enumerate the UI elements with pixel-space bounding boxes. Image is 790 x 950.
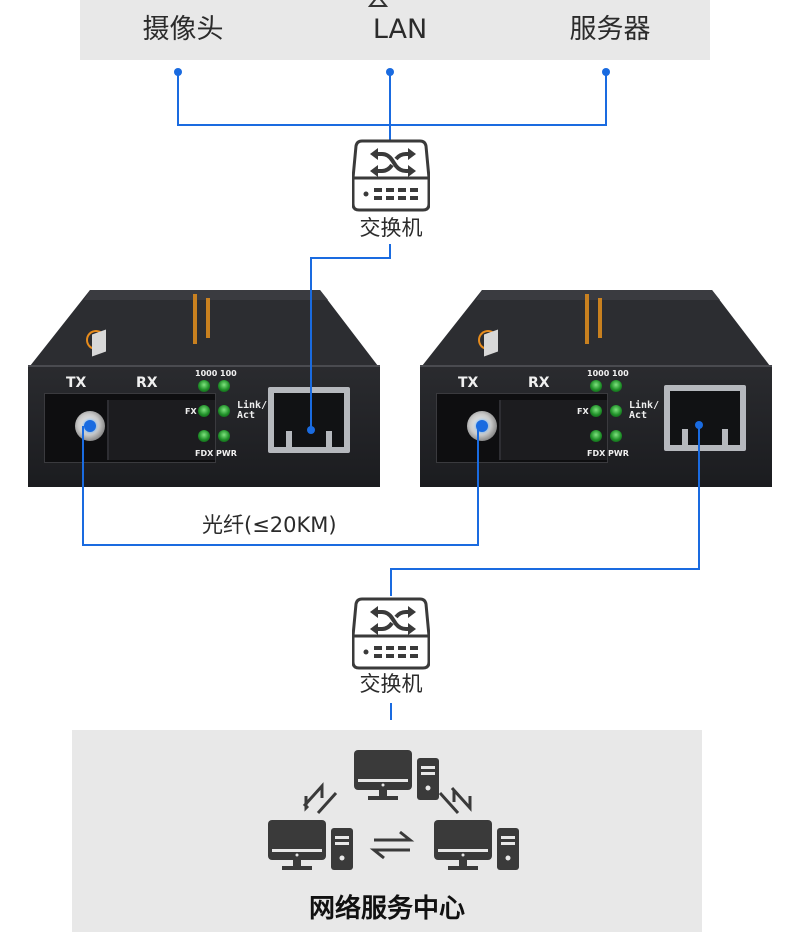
led-1000 <box>198 380 210 392</box>
media-converter-right: TX RX 1000 100 FX Link/ Act FDX PWR <box>420 288 772 488</box>
top-bus-wire <box>177 124 607 126</box>
switch-label-bottom: 交换机 <box>359 672 423 696</box>
product-label-strip <box>598 298 602 338</box>
server-label: 服务器 <box>569 14 651 45</box>
bidirectional-arrow-icon <box>369 830 415 860</box>
server-wire <box>605 72 607 126</box>
network-center-label: 网络服务中心 <box>308 894 465 924</box>
rj45-port[interactable] <box>268 387 350 453</box>
led-100 <box>218 380 230 392</box>
led-fdx <box>198 430 210 442</box>
led-pwr <box>610 430 622 442</box>
led-link-act <box>610 405 622 417</box>
tx-label: TX <box>66 375 87 391</box>
act-label: Act <box>629 410 648 421</box>
network-switch-icon <box>352 597 430 670</box>
camera-wire <box>177 72 179 126</box>
triangle-icon <box>367 0 389 7</box>
link-label: Link/ <box>237 400 268 411</box>
led-fx <box>198 405 210 417</box>
bidirectional-arrow-icon <box>302 782 338 815</box>
device-to-switch-wire-drop <box>390 568 392 596</box>
led-link-act <box>218 405 230 417</box>
tx-label: TX <box>458 375 479 391</box>
rx-label: RX <box>528 375 550 391</box>
lan-label: LAN <box>372 14 428 45</box>
switch-to-device-wire-h <box>310 257 391 259</box>
desktop-computer-icon <box>354 750 439 800</box>
fiber-label: 光纤(≤20KM) <box>202 513 337 537</box>
media-converter-left: TX RX 1000 100 FX Link/ Act FDX PWR <box>28 288 380 488</box>
rj45-port[interactable] <box>664 385 746 451</box>
led-fdx <box>590 430 602 442</box>
network-center-illustration <box>268 750 519 870</box>
tx-fiber-ferrule <box>75 411 105 441</box>
product-label-strip <box>206 298 210 338</box>
top-panel <box>80 0 710 60</box>
device-front-panel: TX RX 1000 100 FX Link/ Act FDX PWR <box>28 365 380 487</box>
fiber-wire-right <box>477 426 479 546</box>
tx-fiber-ferrule <box>467 411 497 441</box>
speed-led-label: 1000 100 <box>195 369 237 378</box>
fiber-sc-port[interactable] <box>44 393 216 463</box>
bidirectional-arrow-icon <box>438 786 472 815</box>
lan-wire <box>389 72 391 140</box>
rx-port <box>499 400 607 460</box>
act-label: Act <box>237 410 256 421</box>
fiber-wire-bottom <box>82 544 479 546</box>
led-100 <box>610 380 622 392</box>
speed-led-label: 1000 100 <box>587 369 629 378</box>
device-top-surface <box>422 290 770 366</box>
switch-to-center-wire <box>390 703 392 720</box>
device-top-surface <box>30 290 378 366</box>
switch-label-top: 交换机 <box>359 216 423 240</box>
switch-to-device-wire <box>389 244 391 259</box>
fiber-core <box>84 420 96 432</box>
fiber-sc-port[interactable] <box>436 393 608 463</box>
rj45-connector-dot <box>695 421 703 429</box>
rx-port <box>107 400 215 460</box>
camera-label: 摄像头 <box>142 14 224 45</box>
fiber-wire-left <box>82 426 84 546</box>
link-label: Link/ <box>629 400 660 411</box>
rj45-connector-dot <box>307 426 315 434</box>
fx-label: FX <box>577 407 589 416</box>
desktop-computer-icon <box>268 820 353 870</box>
network-switch-icon <box>352 139 430 212</box>
product-label-strip <box>193 294 197 344</box>
led-1000 <box>590 380 602 392</box>
device-to-switch-wire-h <box>390 568 700 570</box>
fdx-pwr-label: FDX PWR <box>587 449 629 458</box>
device-front-panel: TX RX 1000 100 FX Link/ Act FDX PWR <box>420 365 772 487</box>
rx-label: RX <box>136 375 158 391</box>
fdx-pwr-label: FDX PWR <box>195 449 237 458</box>
fiber-core <box>476 420 488 432</box>
fx-label: FX <box>185 407 197 416</box>
switch-to-device-wire-v <box>310 257 312 429</box>
product-label-strip <box>585 294 589 344</box>
led-pwr <box>218 430 230 442</box>
led-fx <box>590 405 602 417</box>
desktop-computer-icon <box>434 820 519 870</box>
device-to-switch-wire-v <box>698 425 700 570</box>
